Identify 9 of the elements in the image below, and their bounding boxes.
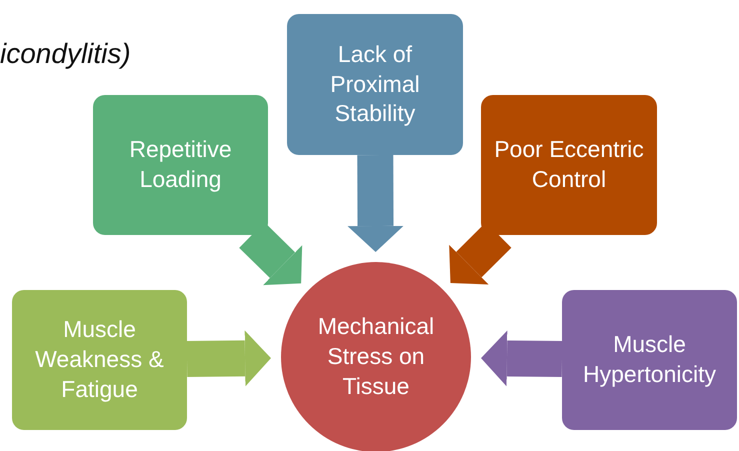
block-arrow (348, 154, 404, 252)
process-box: Repetitive Loading (93, 95, 268, 235)
process-box: Lack of Proximal Stability (287, 14, 463, 155)
center-circle: Mechanical Stress on Tissue (281, 262, 471, 451)
title-text: icondylitis) (0, 38, 131, 70)
process-box: Poor Eccentric Control (481, 95, 657, 235)
process-box: Muscle Weakness & Fatigue (12, 290, 187, 430)
process-box: Muscle Hypertonicity (562, 290, 737, 430)
block-arrow (186, 330, 271, 386)
